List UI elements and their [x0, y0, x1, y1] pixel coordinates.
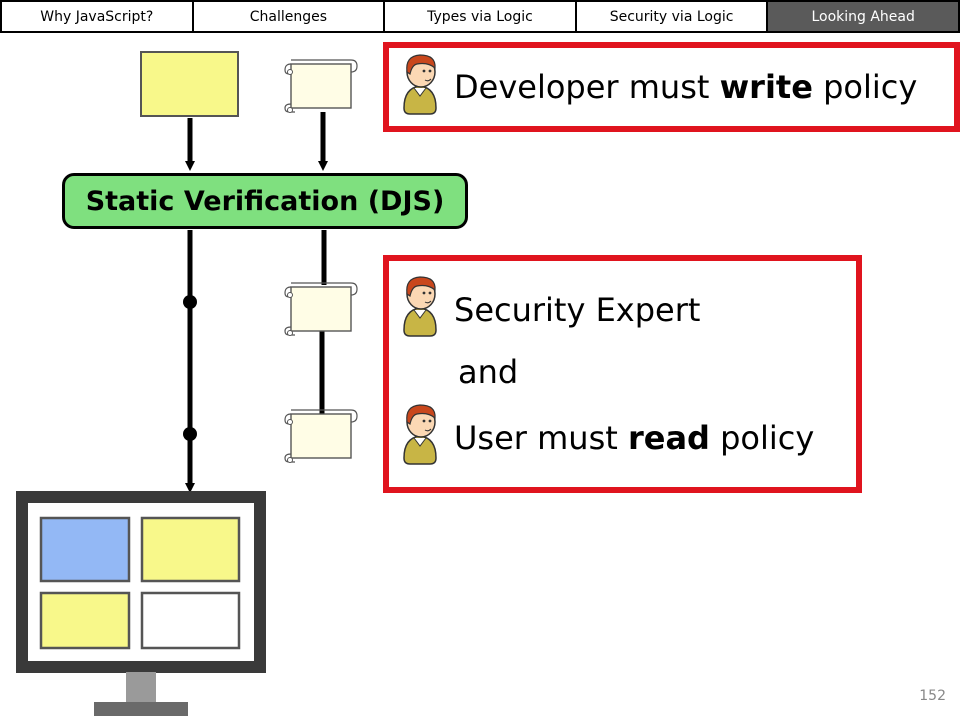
user-text: User must read policy — [454, 419, 815, 457]
slide-number: 152 — [919, 688, 946, 704]
flow-dot-1 — [183, 295, 197, 309]
user-person-icon — [403, 404, 437, 465]
tab-looking-ahead[interactable]: Looking Ahead — [767, 0, 960, 33]
output-policy-scroll-icon-1 — [284, 282, 358, 337]
tab-types-via-logic[interactable]: Types via Logic — [384, 0, 576, 33]
input-code-block — [140, 51, 239, 117]
tab-security-via-logic[interactable]: Security via Logic — [575, 0, 768, 33]
section-nav: Why JavaScript? Challenges Types via Log… — [0, 0, 960, 33]
tab-challenges[interactable]: Challenges — [192, 0, 385, 33]
developer-text: Developer must write policy — [454, 68, 918, 106]
and-text: and — [458, 353, 519, 391]
tab-why-javascript[interactable]: Why JavaScript? — [0, 0, 193, 33]
monitor-icon — [16, 491, 266, 716]
input-policy-scroll-icon — [284, 59, 358, 114]
security-expert-text: Security Expert — [454, 291, 701, 329]
static-verification-box: Static Verification (DJS) — [62, 173, 468, 229]
output-policy-scroll-icon-2 — [284, 409, 358, 464]
developer-callout — [383, 42, 960, 132]
developer-person-icon — [403, 54, 437, 115]
security-expert-person-icon — [403, 276, 437, 337]
read-emphasis: read — [627, 419, 710, 457]
expert-user-callout — [383, 255, 862, 493]
static-verification-label: Static Verification (DJS) — [85, 185, 445, 217]
flow-dot-2 — [183, 427, 197, 441]
write-emphasis: write — [719, 68, 813, 106]
